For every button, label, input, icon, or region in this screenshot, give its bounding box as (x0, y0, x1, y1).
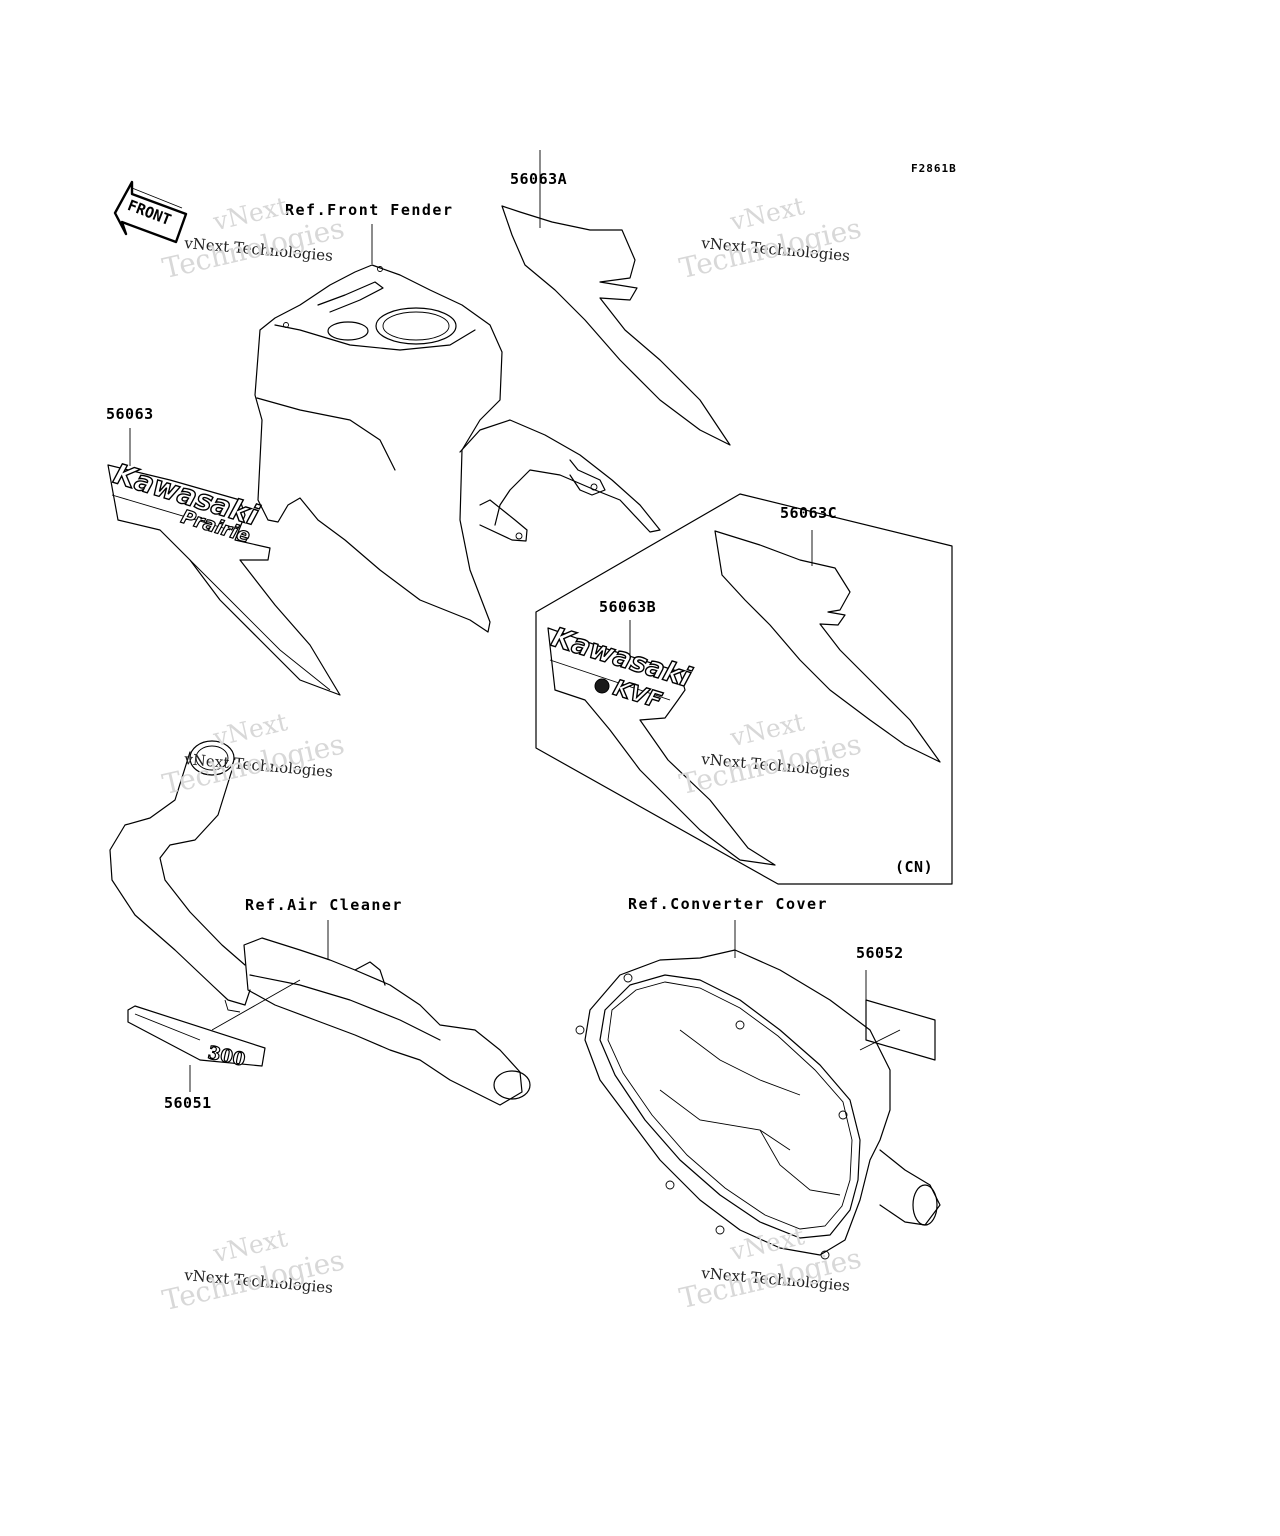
front-arrow-icon: FRONT (113, 180, 188, 244)
label-ref-air-cleaner: Ref.Air Cleaner (245, 896, 403, 914)
decal-size-badge: 300 (206, 1042, 247, 1070)
front-fender-drawing (254, 264, 661, 633)
label-region-cn: (CN) (895, 858, 934, 876)
decal-56063a-drawing (501, 150, 731, 446)
decal-56052-drawing (859, 970, 936, 1061)
label-part-56063a: 56063A (510, 170, 568, 188)
air-cleaner-drawing (109, 740, 531, 1106)
decal-56063c-drawing (714, 530, 941, 763)
label-part-56052: 56052 (856, 944, 904, 962)
diagram-code: F2861B (911, 162, 957, 175)
label-part-56063b: 56063B (599, 598, 657, 616)
label-part-56063c: 56063C (780, 504, 838, 522)
kvf-star-icon (594, 678, 610, 694)
converter-cover-drawing (575, 920, 941, 1260)
decal-prairie-drawing: Kawasaki Prairie (107, 456, 341, 696)
decal-300-drawing: 300 (127, 1005, 266, 1092)
label-part-56051: 56051 (164, 1094, 212, 1112)
label-part-56063: 56063 (106, 405, 154, 423)
label-ref-front-fender: Ref.Front Fender (285, 201, 454, 219)
cn-region-box (535, 493, 953, 885)
label-ref-converter-cover: Ref.Converter Cover (628, 895, 829, 913)
